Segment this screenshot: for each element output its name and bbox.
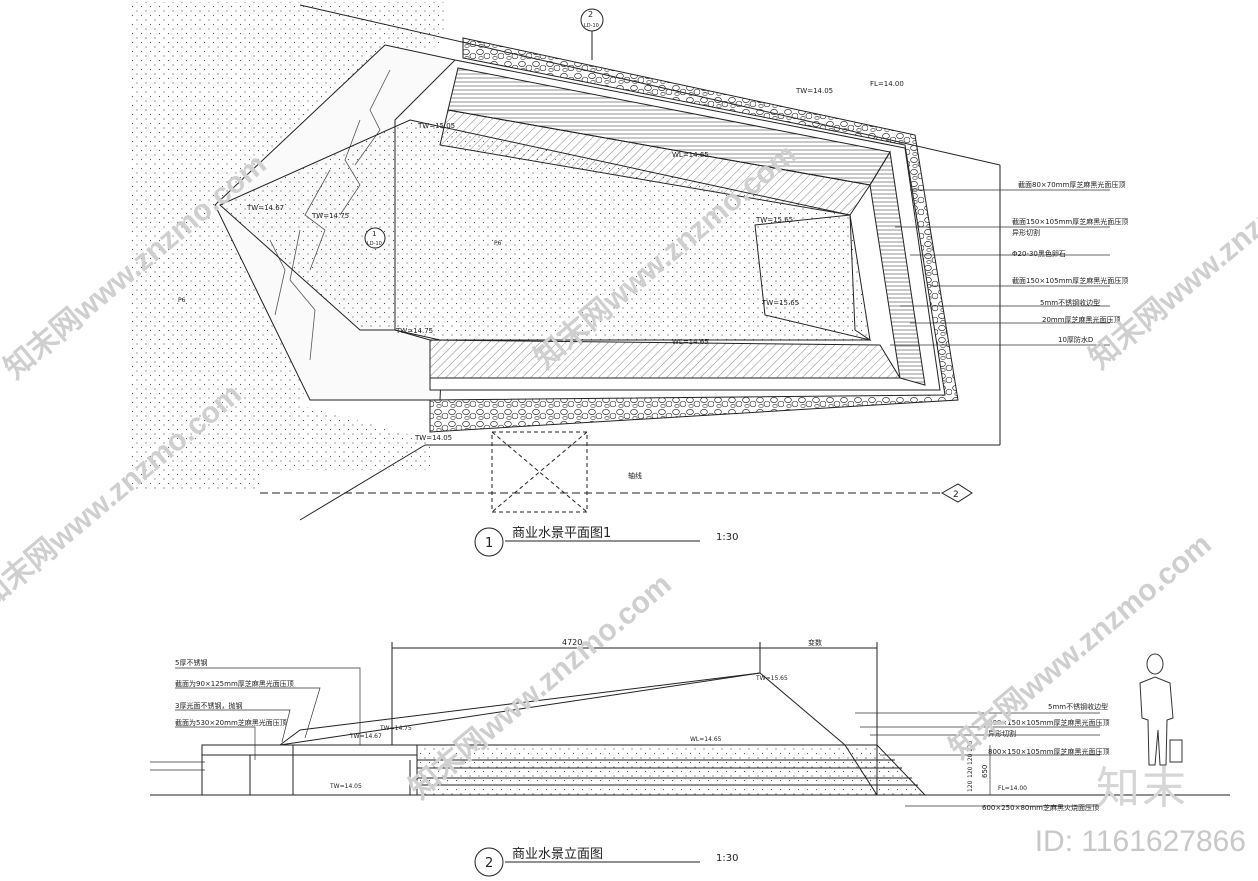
pebble-band: [429, 37, 959, 433]
elev-scale: 1:30: [716, 853, 738, 864]
level-label: TW=14.05: [329, 783, 362, 790]
callout-text: 20mm厚芝麻黑光面压顶: [1042, 315, 1121, 324]
right-callout: 800×150×105mm厚芝麻黑光面压顶: [988, 747, 1109, 756]
section-marker-top-label: 2: [588, 10, 593, 19]
level-label: TW=14.67: [349, 733, 382, 740]
watermark-text: 知末网www.znzmo.com: [1083, 138, 1258, 376]
section-marker-right: [940, 483, 973, 503]
right-callout: 800×150×105mm厚芝麻黑光面压顶: [988, 718, 1109, 727]
image-id: ID: 1161627866: [1034, 825, 1246, 858]
boundary-line: [299, 444, 426, 521]
callout-leaders: [890, 189, 1110, 346]
level-label: TW=15.65: [755, 216, 793, 224]
vertical-dim: 120: [967, 740, 974, 752]
dim-label: P6: [178, 297, 186, 304]
outline-note: 轴线: [628, 471, 642, 480]
brand-logo: 知末: [1096, 763, 1188, 814]
level-label: TW=15.65: [761, 299, 799, 307]
plan-view: [130, 2, 1110, 557]
section-marker-right-label: 2: [953, 490, 959, 500]
level-label: WL=14.65: [690, 736, 722, 743]
coping-hatch-bottom: [429, 339, 901, 379]
level-label: TW=14.75: [395, 327, 433, 335]
callout-text: 截面80×70mm厚芝麻黑光面压顶: [1018, 180, 1125, 189]
left-callout: 截面为530×20mm芝麻黑光面压顶: [175, 718, 287, 727]
detail-marker-label: 1: [372, 230, 376, 238]
level-label: FL=14.00: [870, 80, 904, 88]
wall-block: [201, 744, 418, 796]
vertical-dim: 120: [967, 753, 974, 765]
left-callout: 3厚光面不锈钢，抛钢: [175, 701, 242, 710]
vertical-dim: 120: [967, 766, 974, 778]
vertical-dim: 650: [981, 765, 989, 778]
level-label: TW=15.65: [755, 675, 788, 682]
elevation-view: [150, 642, 1230, 877]
detail-marker-sub: LD-10: [367, 241, 382, 247]
left-callout: 5厚不锈钢: [175, 658, 207, 667]
right-callout: 600×250×80mm芝麻黑火烧面压顶: [982, 803, 1099, 812]
detail-marker: [364, 227, 386, 249]
level-label: TW=14.75: [379, 725, 412, 732]
level-label: TW=14.05: [414, 434, 452, 442]
plan-number-circle: [474, 527, 504, 557]
callout-text: 截面150×105mm厚芝麻黑光面压顶: [1012, 217, 1128, 226]
watermark-text: 知末网www.znzmo.com: [943, 528, 1217, 766]
elev-left-leaders: [175, 667, 361, 760]
elevation-text: 4720 变数 TW=15.65 TW=14.67 TW=14.75 WL=14…: [175, 638, 1109, 871]
dim-top: 4720: [562, 638, 582, 647]
callout-text: 10厚防水D: [1058, 335, 1093, 344]
pool-wall: [416, 744, 878, 796]
right-callout: 5mm不锈钢收边型: [1048, 702, 1108, 711]
weir-slope: [754, 214, 871, 341]
level-label: WL=14.65: [672, 338, 709, 346]
elev-number: 2: [485, 856, 493, 871]
level-label: TW=14.67: [246, 204, 284, 212]
callout-text: Φ20-30黑色卵石: [1012, 249, 1066, 258]
left-callout: 截面为90×125mm厚芝麻黑光面压顶: [175, 679, 294, 688]
dim-top-right: 变数: [808, 638, 822, 647]
dim-label: P6: [494, 240, 502, 247]
callout-text: 截面150×105mm厚芝麻黑光面压顶: [1012, 276, 1128, 285]
vertical-dim: 120: [967, 780, 974, 792]
plan-number: 1: [485, 536, 493, 551]
elev-number-circle: [474, 847, 504, 877]
human-figure: [1139, 653, 1183, 766]
right-callout: 异形切割: [988, 729, 1016, 738]
callout-text: 5mm不锈钢收边型: [1040, 298, 1100, 307]
level-label: TW=15.05: [417, 122, 455, 130]
callout-text: 异形切割: [1012, 228, 1040, 237]
plan-scale: 1:30: [716, 532, 738, 543]
section-marker-top-sub: LD-10: [584, 23, 599, 29]
elev-right-leaders: [855, 712, 1100, 807]
level-label: TW=14.05: [795, 87, 833, 95]
plan-text: 2 LD-10 2 1 LD-10 TW=14.05 FL=14.00 TW=1…: [178, 10, 1128, 551]
level-label: FL=14.00: [998, 785, 1027, 792]
watermark-text: 知末网www.znzmo.com: [0, 378, 248, 616]
elev-title: 商业水景立面图: [512, 847, 603, 862]
plan-title: 商业水景平面图1: [512, 526, 611, 541]
level-label: WL=14.65: [672, 151, 709, 159]
paving-area: [130, 2, 445, 490]
level-label: TW=14.75: [311, 212, 349, 220]
reserved-area: [491, 431, 588, 513]
